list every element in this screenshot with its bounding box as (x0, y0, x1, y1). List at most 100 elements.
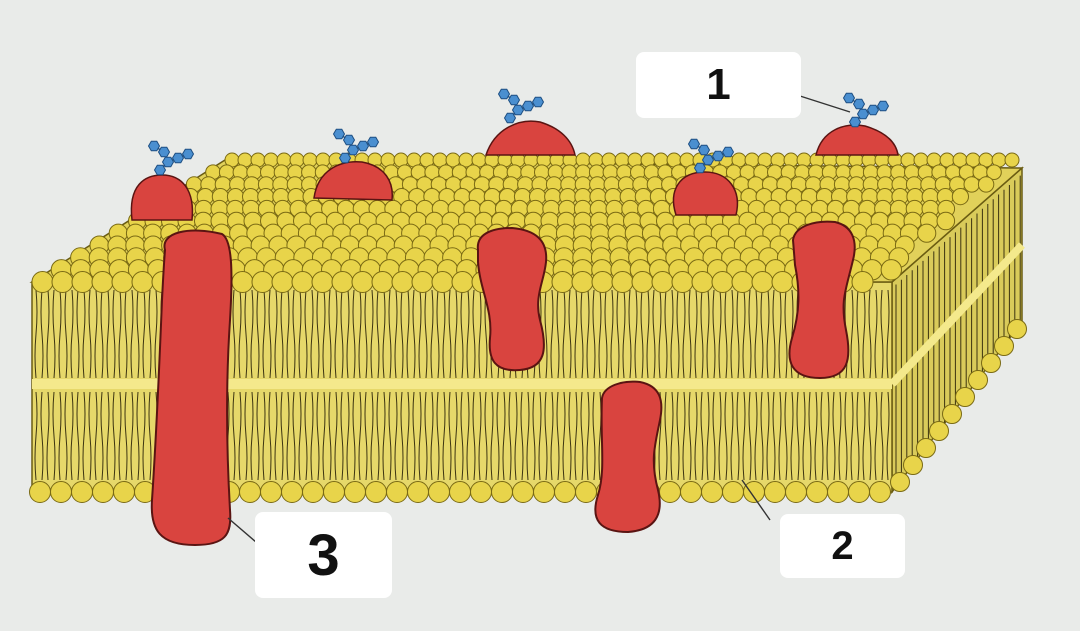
lipid-tail (676, 289, 680, 379)
lipid-tail (76, 391, 80, 481)
lipid-tail (688, 289, 692, 379)
phospholipid-heads-top (31, 152, 1020, 293)
lipid-tail (136, 391, 140, 481)
lipid-tail (574, 289, 578, 379)
lipid-tail (772, 391, 776, 481)
integral-protein-outer-right (788, 220, 856, 380)
phospholipid-head-icon (571, 271, 594, 293)
lipid-tail (466, 391, 470, 481)
lipid-tail (472, 391, 476, 481)
lipid-tail (700, 391, 704, 481)
lipid-tail (274, 289, 278, 379)
phospholipid-head-icon (29, 481, 51, 503)
lipid-tail (778, 391, 782, 481)
lipid-tail (736, 391, 740, 481)
lipid-tail (694, 289, 698, 379)
phospholipid-head-icon (71, 481, 93, 503)
lipid-tail (268, 391, 272, 481)
phospholipid-head-icon (903, 455, 923, 475)
lipid-tail (148, 391, 152, 481)
lipid-tail (682, 391, 686, 481)
phospholipid-head-icon (963, 176, 980, 193)
phospholipid-head-icon (512, 481, 534, 503)
lipid-tail (352, 391, 356, 481)
lipid-tail (388, 391, 392, 481)
phospholipid-head-icon (691, 271, 714, 293)
lipid-tail (232, 289, 236, 379)
lipid-tail (652, 289, 656, 379)
lipid-tail (382, 391, 386, 481)
carbohydrate-chain-icon (147, 140, 195, 176)
lipid-tail (718, 391, 722, 481)
lipid-tail (280, 391, 284, 481)
lipid-tail (862, 289, 866, 379)
lipid-tail (358, 391, 362, 481)
phospholipid-head-icon (311, 271, 334, 293)
phospholipid-head-icon (942, 404, 962, 424)
lipid-tail (556, 391, 560, 481)
lipid-tail (358, 289, 362, 379)
lipid-tail (502, 391, 506, 481)
phospholipid-head-icon (711, 271, 734, 293)
lipid-tail (850, 391, 854, 481)
lipid-tail (484, 391, 488, 481)
phospholipid-head-icon (764, 481, 786, 503)
lipid-tail (412, 289, 416, 379)
phospholipid-head-icon (575, 481, 597, 503)
lipid-tail (316, 391, 320, 481)
lipid-tail (850, 289, 854, 379)
lipid-tail (262, 289, 266, 379)
phospholipid-head-icon (331, 271, 354, 293)
lipid-tail (94, 391, 98, 481)
phospholipid-head-icon (51, 271, 74, 293)
lipid-tail (292, 289, 296, 379)
lipid-tail (40, 289, 44, 379)
lipid-tail (706, 289, 710, 379)
lipid-tail (586, 289, 590, 379)
lipid-tail (778, 289, 782, 379)
lipid-tail (640, 289, 644, 379)
lipid-tail (244, 289, 248, 379)
lipid-tail (472, 289, 476, 379)
lipid-tail (244, 391, 248, 481)
lipid-tail (424, 391, 428, 481)
lipid-tail (136, 289, 140, 379)
lipid-tail (286, 289, 290, 379)
lipid-tail (250, 391, 254, 481)
lipid-tail (760, 289, 764, 379)
phospholipid-head-icon (651, 271, 674, 293)
lipid-tail (742, 391, 746, 481)
lipid-tail (436, 391, 440, 481)
lipid-tail (280, 289, 284, 379)
integral-protein-outer-center (476, 226, 548, 372)
lipid-tail (292, 391, 296, 481)
lipid-tail (70, 289, 74, 379)
lipid-tail (142, 391, 146, 481)
lipid-tail (88, 391, 92, 481)
lipid-tail (400, 391, 404, 481)
lipid-tail (394, 391, 398, 481)
lipid-tail (478, 289, 482, 379)
lipid-tail (298, 391, 302, 481)
lipid-tail (634, 289, 638, 379)
lipid-tail (310, 289, 314, 379)
glycoprotein-right (815, 124, 899, 156)
phospholipid-head-icon (365, 481, 387, 503)
label-box-1: 1 (636, 52, 801, 118)
lipid-tail (70, 391, 74, 481)
lipid-tail (730, 289, 734, 379)
bilayer-midline-side (889, 242, 1025, 387)
lipid-tail (142, 289, 146, 379)
phospholipid-head-icon (323, 481, 345, 503)
phospholipid-head-icon (680, 481, 702, 503)
lipid-tail (430, 391, 434, 481)
lipid-tail (706, 391, 710, 481)
lipid-tail (820, 391, 824, 481)
phospholipid-head-icon (916, 438, 936, 458)
phospholipid-head-icon (111, 271, 134, 293)
phospholipid-head-icon (591, 271, 614, 293)
carbohydrate-chains (147, 88, 890, 176)
lipid-tail (106, 289, 110, 379)
glycoprotein-center (484, 120, 576, 156)
lipid-tail (58, 289, 62, 379)
